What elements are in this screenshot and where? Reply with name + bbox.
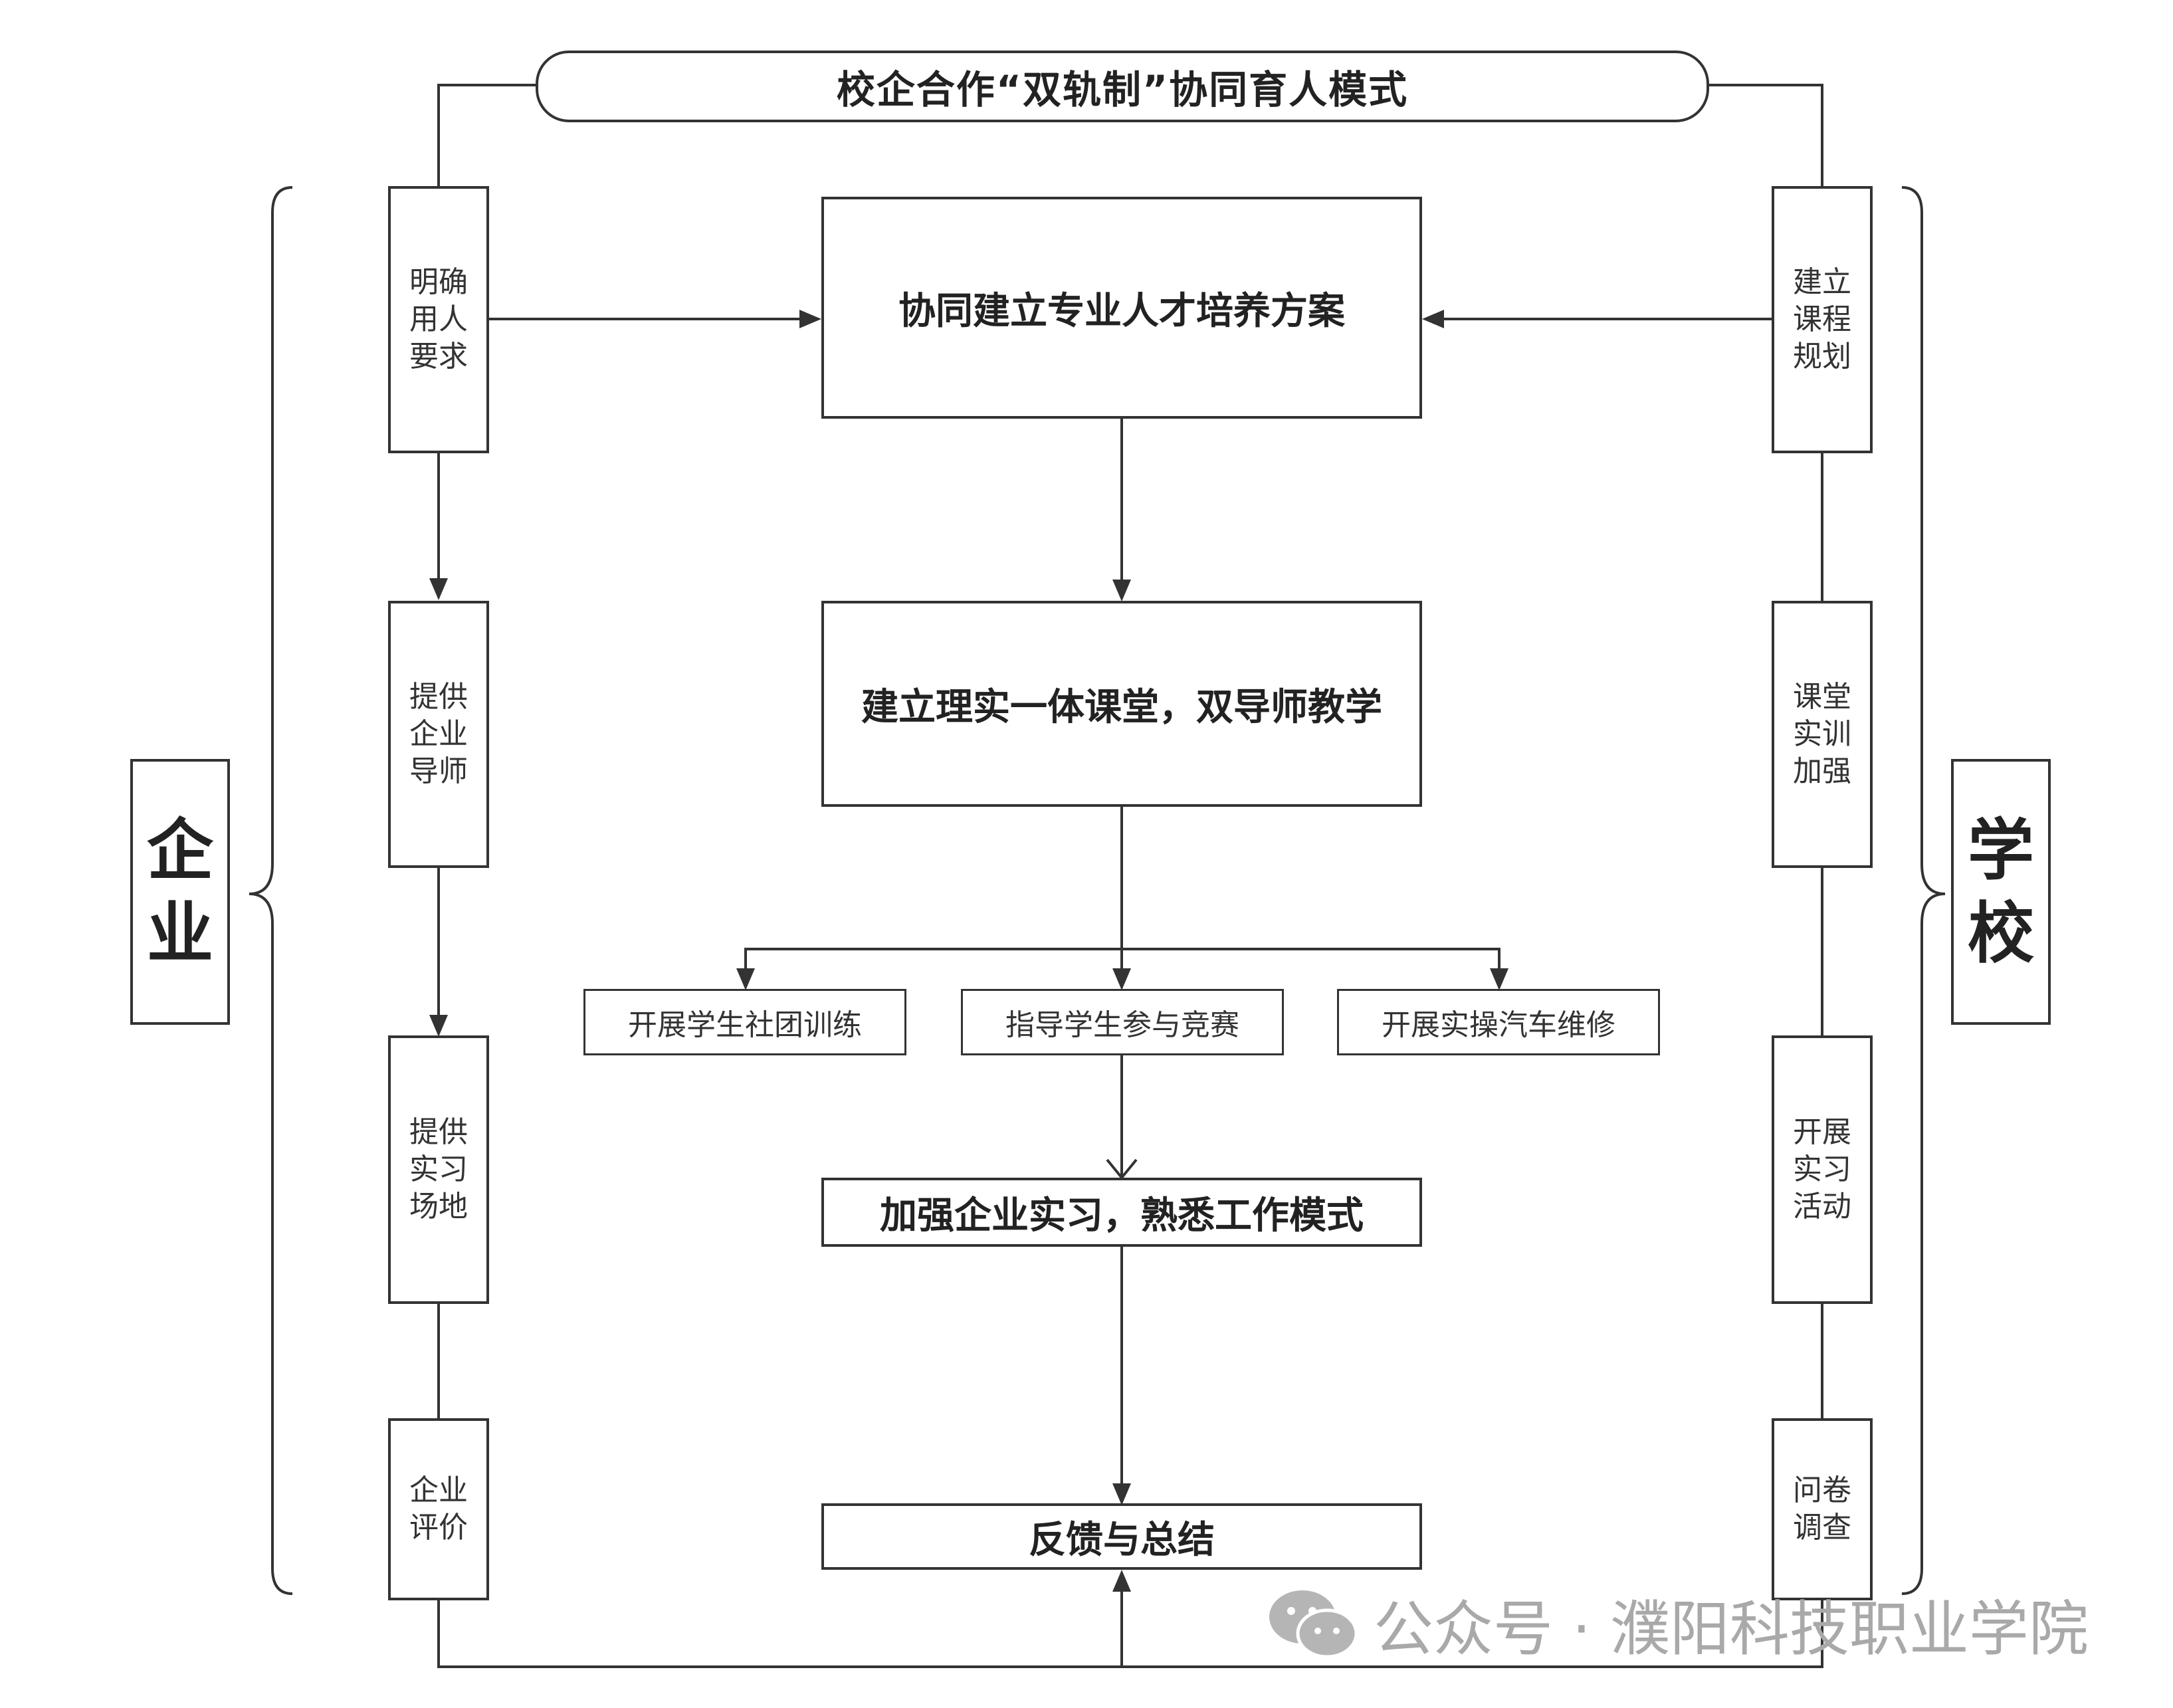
center-step-internship: 加强企业实习，熟悉工作模式 [821,1178,1422,1247]
center-step-dual-mentor-teaching: 建立理实一体课堂，双导师教学 [821,601,1422,807]
school-step-internship-activity: 开展 实习 活动 [1772,1035,1873,1304]
center-step-feedback: 反馈与总结 [821,1503,1422,1570]
center-step-talent-plan: 协同建立专业人才培养方案 [821,197,1422,419]
enterprise-step-mentors: 提供 企业 导师 [388,601,489,868]
watermark: 公众号 · 濮阳科技职业学院 [1266,1580,2089,1667]
school-step-survey: 问卷 调查 [1772,1418,1873,1600]
school-label: 学 校 [1951,759,2051,1025]
activity-car-repair: 开展实操汽车维修 [1337,989,1660,1055]
wechat-icon [1269,1590,1358,1659]
enterprise-label: 企 业 [130,759,230,1025]
model-title: 校企合作“双轨制”协同育人模式 [536,51,1709,122]
school-step-classroom-training: 课堂 实训 加强 [1772,601,1873,868]
school-step-curriculum: 建立 课程 规划 [1772,186,1873,453]
watermark-text: 公众号 · 濮阳科技职业学院 [1374,1594,2089,1664]
activity-club-training: 开展学生社团训练 [583,989,906,1055]
enterprise-step-requirements: 明确 用人 要求 [388,186,489,453]
enterprise-step-evaluation: 企业 评价 [388,1418,489,1600]
activity-competition: 指导学生参与竞赛 [961,989,1284,1055]
enterprise-step-internship-site: 提供 实习 场地 [388,1035,489,1304]
